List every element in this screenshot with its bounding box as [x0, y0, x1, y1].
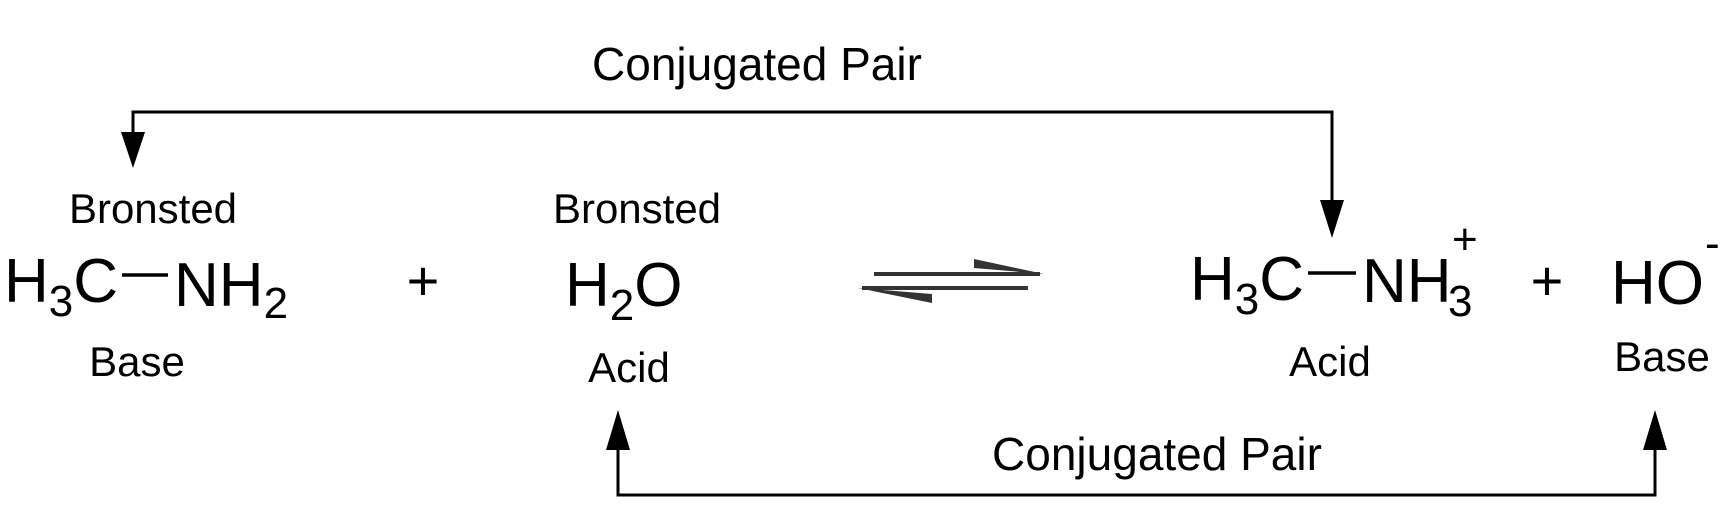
- plus-sign-right: +: [1531, 249, 1564, 312]
- methylammonium-subscript: 3: [1448, 277, 1472, 326]
- arrowhead-up-left: [606, 410, 630, 450]
- methylammonium-methyl-group: H3C: [1190, 245, 1304, 324]
- arrowhead-down-right: [1320, 200, 1344, 238]
- reactant-base-role: Base: [89, 338, 185, 385]
- hydroxide-formula: HO: [1611, 249, 1704, 318]
- reactant-base-descriptor: Bronsted: [69, 185, 237, 232]
- methylammonium-charge: +: [1452, 215, 1478, 264]
- methylamine-amine-group: NH2: [174, 251, 288, 328]
- product-acid-role: Acid: [1289, 338, 1371, 385]
- top-conjugated-pair-connector: [121, 110, 1344, 238]
- reactant-acid-role: Acid: [588, 344, 670, 391]
- plus-sign-left: +: [407, 249, 440, 312]
- water-formula: H2O: [565, 251, 683, 330]
- reactant-acid-descriptor: Bronsted: [553, 185, 721, 232]
- methylamine-methyl-group: H3C: [4, 247, 118, 326]
- top-conjugated-pair-label: Conjugated Pair: [592, 38, 922, 90]
- equilibrium-arrow: [858, 259, 1044, 303]
- product-base-role: Base: [1614, 333, 1710, 380]
- bottom-conjugated-pair-label: Conjugated Pair: [992, 428, 1322, 480]
- arrowhead-up-right: [1643, 410, 1667, 450]
- arrowhead-down-left: [121, 132, 145, 168]
- bottom-conjugated-pair-connector: [606, 410, 1667, 497]
- hydroxide-charge: -: [1705, 219, 1720, 268]
- methylammonium-ammonium-group: NH: [1362, 247, 1452, 316]
